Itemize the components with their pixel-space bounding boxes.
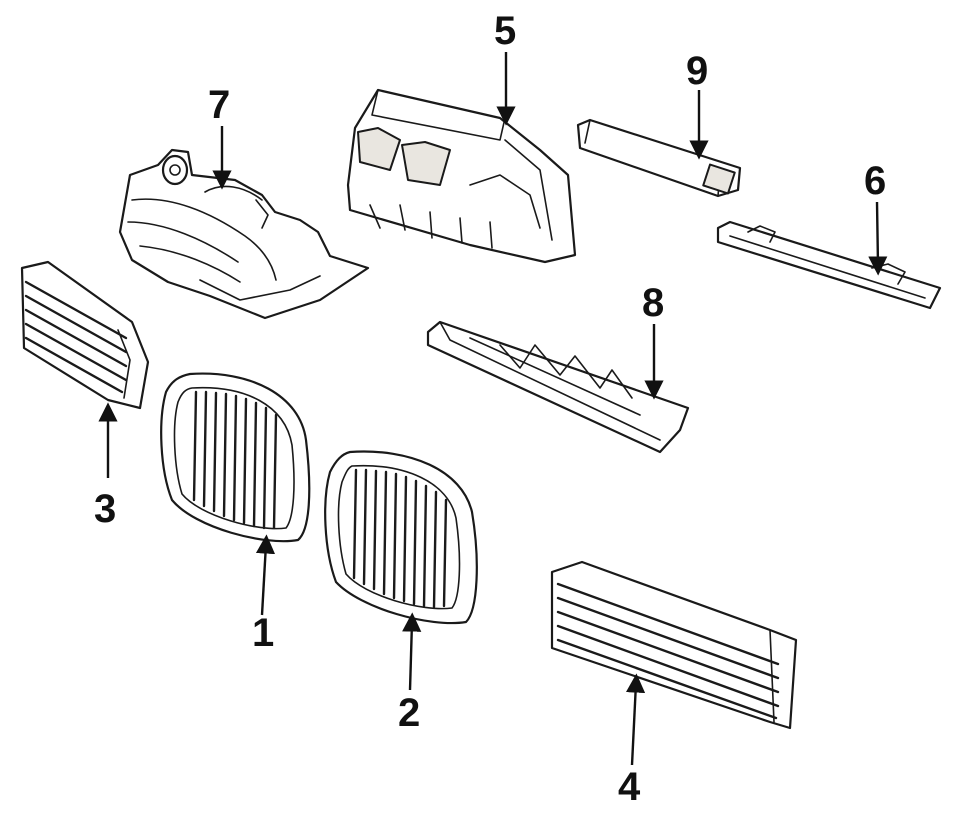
part-4-side-grille	[550, 560, 798, 730]
leader-lines	[98, 52, 888, 766]
part-8-support	[426, 320, 690, 454]
callout-6: 6	[864, 159, 886, 203]
part-6-bracket	[716, 220, 942, 310]
part-9-duct	[576, 118, 742, 198]
leader-1	[255, 534, 276, 616]
part-5-air-duct	[346, 88, 577, 264]
callout-8: 8	[642, 281, 664, 325]
callout-2: 2	[398, 691, 420, 735]
callout-5: 5	[494, 9, 516, 53]
callout-9: 9	[686, 49, 708, 93]
leader-4	[625, 673, 646, 766]
part-7-air-duct	[118, 148, 370, 320]
callout-1: 1	[252, 611, 274, 655]
callout-labels: 1 2 3 4 5 6 7 8 9	[94, 9, 886, 809]
callout-3: 3	[94, 487, 116, 531]
part-3-side-grille	[20, 260, 150, 410]
callout-7: 7	[208, 83, 230, 127]
callout-4: 4	[618, 765, 641, 809]
part-1-kidney-grille	[160, 372, 311, 543]
part-2-kidney-grille	[324, 450, 478, 625]
leader-6	[868, 201, 888, 276]
leader-2	[402, 612, 422, 691]
